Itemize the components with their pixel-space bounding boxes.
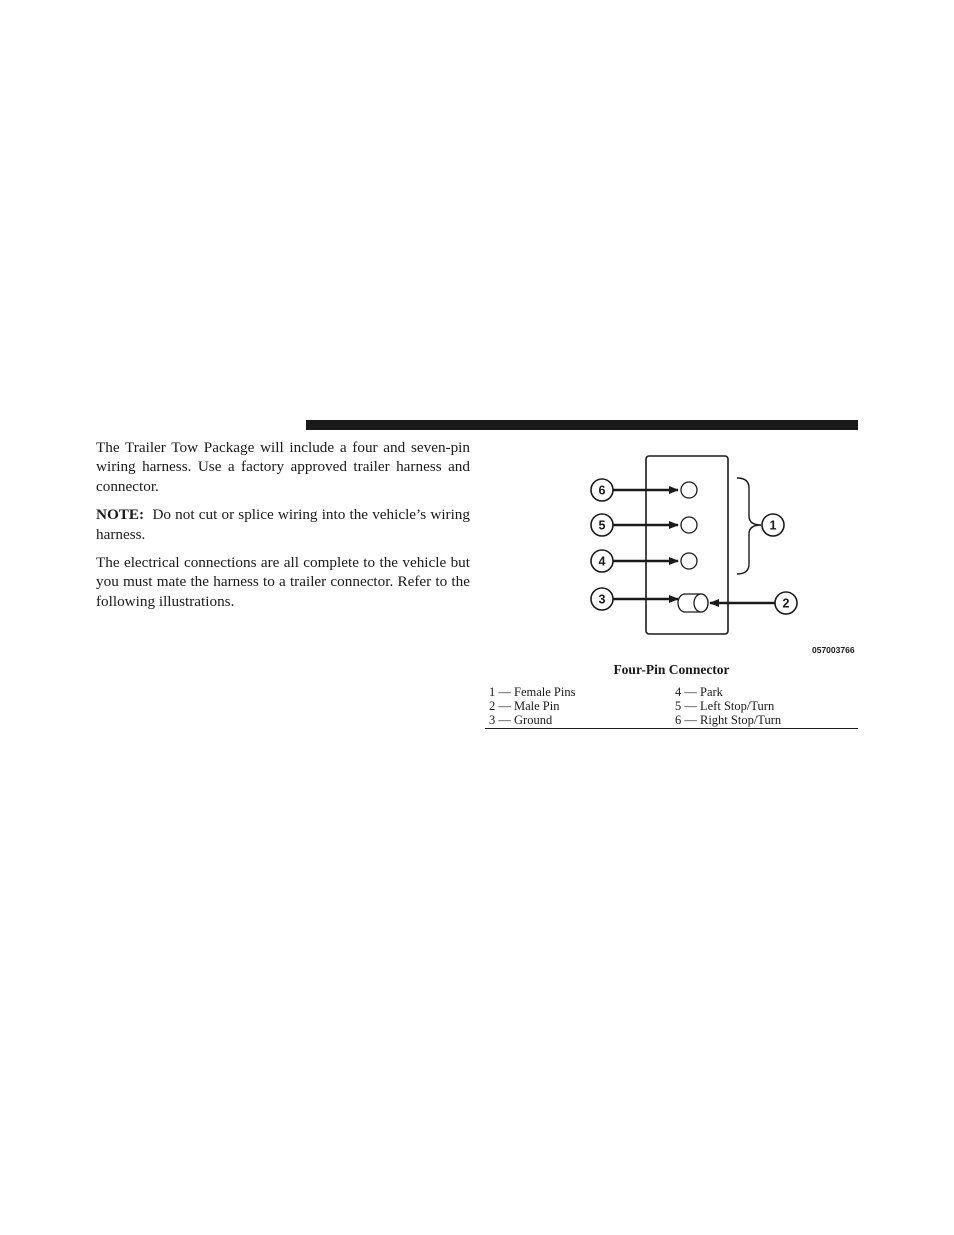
female-pin-4 [680, 552, 698, 570]
figure-caption: Four-Pin Connector [613, 662, 730, 677]
note-label: NOTE: [96, 506, 145, 524]
female-pin-6 [680, 481, 698, 499]
figure-code: 057003766 [812, 645, 855, 655]
legend-item: 3 — Ground [489, 713, 553, 727]
callout-3: 3 [590, 587, 614, 611]
paragraph-electrical-connections: The electrical connections are all compl… [96, 553, 470, 611]
callout-3-label: 3 [599, 593, 606, 607]
connector-body [645, 455, 729, 635]
female-pin-5 [680, 516, 698, 534]
legend-item: 4 — Park [675, 685, 723, 699]
legend-item: 1 — Female Pins [489, 685, 576, 699]
paragraph-3-text: The electrical connections are all compl… [96, 554, 470, 610]
callout-4: 4 [590, 549, 614, 573]
legend-item: 2 — Male Pin [489, 699, 560, 713]
body-text-column: The Trailer Tow Package will include a f… [96, 438, 470, 620]
four-pin-connector-figure: 6 5 4 3 1 2 [485, 448, 858, 648]
callout-4-label: 4 [599, 555, 606, 569]
paragraph-1-text: The Trailer Tow Package will include a f… [96, 439, 470, 495]
legend-item: 6 — Right Stop/Turn [675, 713, 782, 727]
callout-1: 1 [761, 513, 785, 537]
legend-item: 5 — Left Stop/Turn [675, 699, 775, 713]
paragraph-trailer-tow-package: The Trailer Tow Package will include a f… [96, 438, 470, 496]
callout-5-label: 5 [599, 519, 606, 533]
callout-6: 6 [590, 478, 614, 502]
connector-diagram: 6 5 4 3 1 2 [590, 455, 798, 635]
callout-5: 5 [590, 513, 614, 537]
female-pins-brace [736, 477, 762, 575]
male-pin [677, 593, 709, 613]
figure-legend: 1 — Female Pins 4 — Park 2 — Male Pin 5 … [485, 685, 858, 729]
note-text: Do not cut or splice wiring into the veh… [96, 506, 470, 543]
callout-2: 2 [774, 591, 798, 615]
callout-2-label: 2 [783, 597, 790, 611]
note-paragraph: NOTE: Do not cut or splice wiring into t… [96, 505, 470, 544]
callout-1-label: 1 [770, 519, 777, 533]
section-header-bar [306, 420, 858, 430]
callout-6-label: 6 [599, 484, 606, 498]
